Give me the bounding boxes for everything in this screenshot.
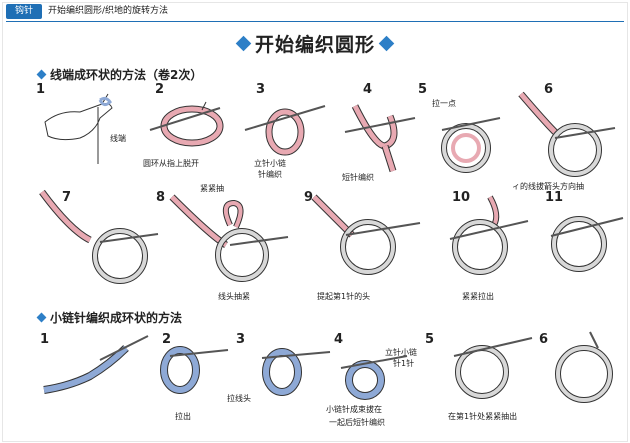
step-label: 针1针 <box>393 359 415 368</box>
step-number: 6 <box>539 332 549 347</box>
step11-illustration <box>550 216 624 272</box>
step-label: 在第1针处紧紧抽出 <box>448 412 518 421</box>
step-label: 圆环从指上脱开 <box>143 159 199 168</box>
step-number: 10 <box>452 190 471 205</box>
step-label: 小链针成束拔在 <box>326 405 382 414</box>
bullet-icon <box>36 312 47 323</box>
step-number: 2 <box>155 82 165 97</box>
chain-step3-illustration <box>261 348 331 396</box>
step-label: 线头抽紧 <box>218 292 250 301</box>
step-number: 5 <box>418 82 428 97</box>
chain-step6-illustration <box>555 331 613 403</box>
step8-illustration <box>169 194 289 282</box>
step-label: ィ的线拔箭头方向抽 <box>512 182 584 191</box>
section2-title: 小链针编织成环状的方法 <box>50 311 183 325</box>
step-number: 1 <box>40 332 50 347</box>
chain-step4-illustration <box>340 355 408 400</box>
step-number: 4 <box>363 82 373 97</box>
category-tag: 钩针 <box>6 4 42 19</box>
header-divider <box>6 21 624 22</box>
section1-title-row: 线端成环状的方法（卷2次） <box>36 66 203 83</box>
step4-illustration <box>344 104 416 173</box>
step-number: 5 <box>425 332 435 347</box>
step-label: 针编织 <box>258 170 282 179</box>
step-label: 拉线头 <box>227 394 251 403</box>
diamond-icon <box>378 35 395 52</box>
step-label: 线端 <box>110 134 126 143</box>
step-number: 8 <box>156 190 166 205</box>
step-number: 9 <box>304 190 314 205</box>
chain-step5-illustration <box>453 337 533 399</box>
breadcrumb: 开始编织圆形/织地的旋转方法 <box>48 6 169 16</box>
page-title: 开始编织圆形 <box>254 34 375 56</box>
step-label: 短针编织 <box>342 173 374 182</box>
step-number: 7 <box>62 190 72 205</box>
step-label: 紧紧抽 <box>200 184 224 193</box>
step-number: 3 <box>256 82 266 97</box>
step6-illustration <box>518 91 616 177</box>
step-number: 6 <box>544 82 554 97</box>
step-number: 3 <box>236 332 246 347</box>
step10-illustration <box>449 195 529 275</box>
step-label: 提起第1针的头 <box>317 292 371 301</box>
bullet-icon <box>36 69 47 80</box>
step9-illustration <box>311 194 421 275</box>
step1-illustration <box>44 93 113 164</box>
step3-illustration <box>244 105 326 156</box>
step-label: 一起后短针编织 <box>329 418 385 427</box>
step2-illustration <box>149 101 224 147</box>
section1-title: 线端成环状的方法（卷2次） <box>50 68 203 82</box>
chain-step1-illustration <box>43 335 149 394</box>
section2-title-row: 小链针编织成环状的方法 <box>36 309 183 326</box>
page-title-row: 开始编织圆形 <box>0 30 630 57</box>
step-number: 2 <box>162 332 172 347</box>
step-label: 立针小链 <box>254 159 286 168</box>
step-label: 紧紧拉出 <box>462 292 494 301</box>
step-label: 拉出 <box>175 412 191 421</box>
step-number: 11 <box>545 190 564 205</box>
diamond-icon <box>235 35 252 52</box>
step7-illustration <box>39 189 159 284</box>
step5-illustration <box>441 117 501 173</box>
step-number: 4 <box>334 332 344 347</box>
step-number: 1 <box>36 82 46 97</box>
step-label: 立针小链 <box>385 348 417 357</box>
chain-step2-illustration <box>160 346 229 394</box>
header-bar: 钩针 开始编织圆形/织地的旋转方法 <box>0 0 630 22</box>
step-label: 拉一点 <box>432 99 456 108</box>
